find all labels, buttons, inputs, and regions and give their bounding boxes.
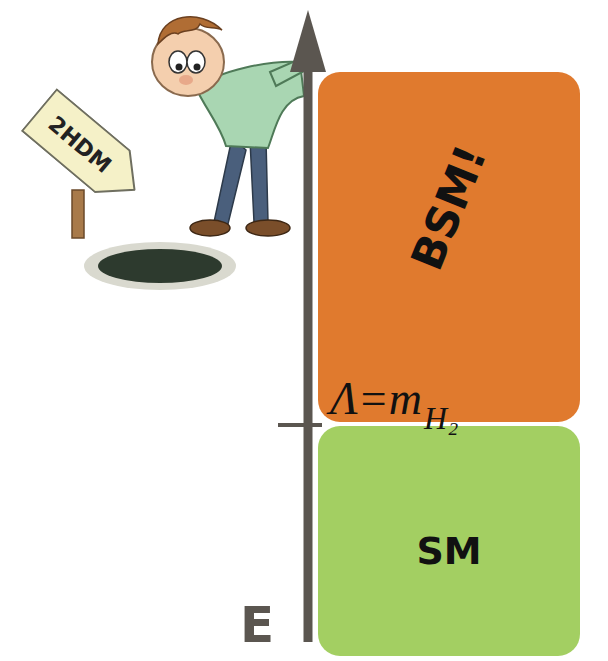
eye — [169, 51, 187, 73]
hole-rim — [84, 242, 236, 290]
cutoff-label: Λ=m — [330, 372, 422, 425]
shoe — [246, 220, 290, 236]
sm-region: SM — [318, 426, 580, 656]
axis-label: E — [240, 596, 274, 654]
axis-arrowhead — [290, 10, 326, 72]
leg — [250, 140, 268, 222]
nose — [179, 75, 193, 85]
pupil — [176, 64, 183, 71]
leg — [214, 138, 246, 224]
cutoff-subscript: H₂ — [424, 400, 458, 437]
scale-tick — [278, 423, 322, 427]
hole — [98, 249, 222, 283]
energy-axis — [304, 60, 313, 642]
pupil — [194, 64, 201, 71]
sign-post — [72, 190, 84, 238]
bsm-region: BSM! — [318, 72, 580, 422]
hair — [158, 17, 222, 44]
shoe — [190, 220, 230, 236]
signpost-arrow: 2HDM — [21, 88, 154, 212]
region-label: SM — [416, 529, 481, 573]
sign-outline — [22, 89, 152, 210]
region-label: BSM! — [401, 138, 497, 277]
eye — [187, 51, 205, 73]
